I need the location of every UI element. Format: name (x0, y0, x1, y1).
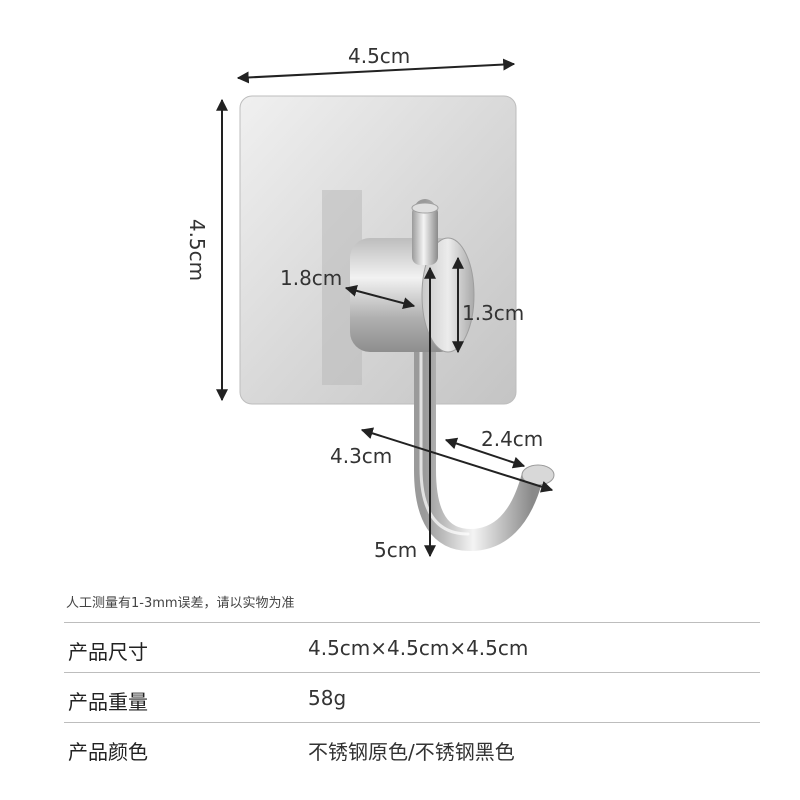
rod-top (412, 205, 438, 265)
measurement-note: 人工测量有1-3mm误差，请以实物为准 (66, 596, 295, 611)
label-hook-height: 5cm (374, 538, 418, 562)
rod-top-cap (411, 202, 439, 214)
label-plate-height: 4.5cm (185, 218, 210, 282)
dim-line-hook-opening (444, 437, 526, 469)
product-figure: 4.5cm 4.5cm 1.8cm 1.3cm 4.3cm 2.4cm 5cm (185, 44, 555, 562)
spec-value: 4.5cm×4.5cm×4.5cm (308, 636, 529, 660)
spec-row-weight: 产品重量 58g (64, 672, 760, 727)
label-barrel-length: 1.8cm (280, 266, 343, 290)
spec-label: 产品重量 (68, 690, 148, 714)
label-barrel-diameter: 1.3cm (462, 301, 525, 325)
hook-illustration (216, 58, 555, 558)
spec-row-color: 产品颜色 不锈钢原色/不锈钢黑色 (64, 722, 760, 777)
spec-label: 产品颜色 (68, 740, 148, 764)
label-plate-width: 4.5cm (348, 44, 411, 68)
spec-row-size: 产品尺寸 4.5cm×4.5cm×4.5cm (64, 622, 760, 677)
label-hook-depth: 4.3cm (330, 444, 393, 468)
spec-label: 产品尺寸 (68, 640, 148, 664)
label-hook-opening: 2.4cm (481, 427, 544, 451)
spec-value: 不锈钢原色/不锈钢黑色 (308, 740, 515, 764)
spec-value: 58g (308, 686, 347, 710)
dim-line-barrel-length (344, 284, 416, 310)
dim-line-plate-width (236, 58, 516, 84)
